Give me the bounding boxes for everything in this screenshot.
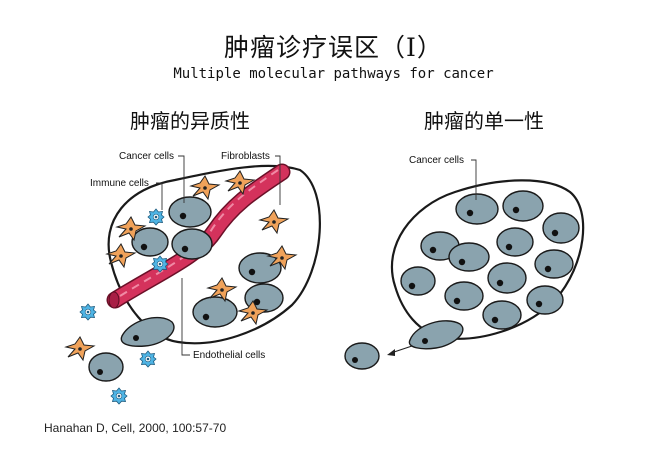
heterogeneous-tumor: Cancer cells Fibroblasts Immune cells En… xyxy=(65,151,321,405)
label-endothelial-cells: Endothelial cells xyxy=(193,350,265,361)
citation: Hanahan D, Cell, 2000, 100:57-70 xyxy=(44,421,227,435)
slide-subtitle: Multiple molecular pathways for cancer xyxy=(173,66,494,82)
label-fibroblasts: Fibroblasts xyxy=(221,151,270,162)
homogeneous-tumor: Cancer cells xyxy=(344,155,585,370)
label-cancer-cells-left: Cancer cells xyxy=(119,151,174,162)
heterogeneity-heading: 肿瘤的异质性 xyxy=(130,109,250,133)
slide-title: 肿瘤诊疗误区（I） xyxy=(224,33,443,62)
cancer-cells-right xyxy=(344,190,580,370)
migration-arrow xyxy=(387,345,413,356)
label-immune-cells: Immune cells xyxy=(90,178,149,189)
cancer-cells-left xyxy=(88,196,284,382)
left-callouts xyxy=(156,155,281,356)
right-callout xyxy=(471,159,477,200)
label-cancer-cells-right: Cancer cells xyxy=(409,155,464,166)
homogeneity-heading: 肿瘤的单一性 xyxy=(424,109,544,133)
blood-vessel xyxy=(106,163,291,309)
